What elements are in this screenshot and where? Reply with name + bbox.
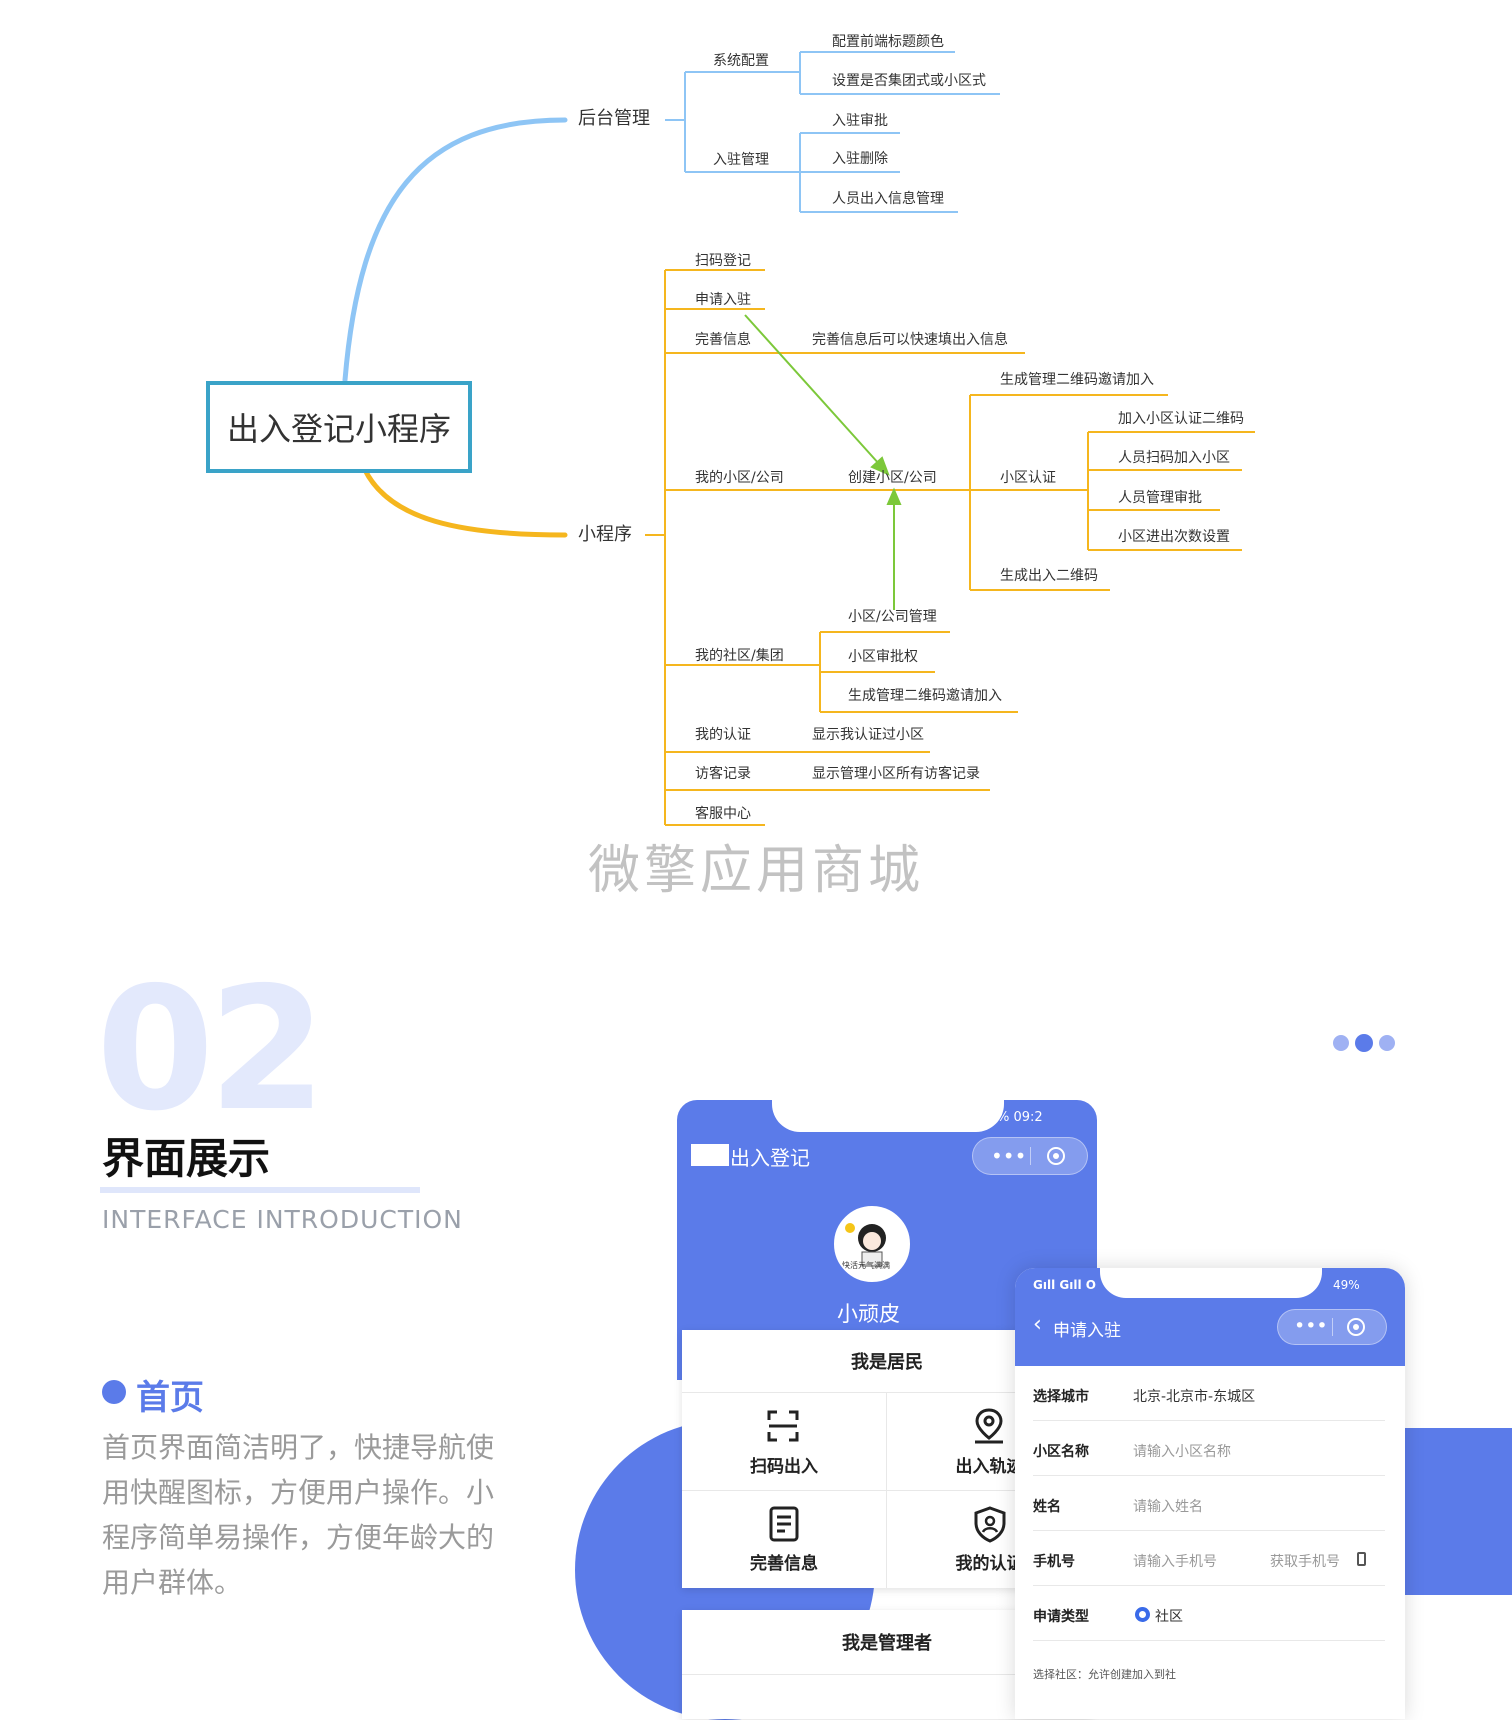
node-my-auth: 我的认证 [695, 727, 751, 743]
tile-my-auth-label: 我的认证 [955, 1554, 1024, 1574]
node-settle-delete: 入驻删除 [832, 151, 888, 167]
field-name-input[interactable]: 请输入姓名 [1133, 1499, 1203, 1515]
tile-complete-info-label: 完善信息 [750, 1554, 818, 1574]
document-icon [769, 1506, 799, 1542]
section-number: 02 [96, 951, 327, 1149]
field-phone-input[interactable]: 请输入手机号 [1133, 1554, 1217, 1570]
feature-bullet [102, 1380, 126, 1404]
apply-status-right: 49% [1333, 1278, 1360, 1292]
phone-home-title: 出入登记 [730, 1146, 810, 1170]
node-person-approve: 人员管理审批 [1118, 490, 1202, 506]
avatar-illustration-icon [845, 1223, 886, 1267]
phone-notch [772, 1100, 1004, 1132]
node-visit-records: 访客记录 [695, 766, 751, 782]
mindmap-lines [342, 51, 1255, 826]
node-settle-approve: 入驻审批 [832, 113, 888, 129]
node-my-community: 我的小区/公司 [695, 470, 784, 486]
branch-miniapp: 小程序 [578, 524, 632, 545]
node-entry-count-setting: 小区进出次数设置 [1118, 529, 1230, 545]
resident-header: 我是居民 [851, 1352, 923, 1373]
avatar[interactable]: 快活元气满满 [834, 1206, 910, 1282]
watermark: 微擎应用商城 [588, 841, 925, 901]
phone-icon [1357, 1552, 1366, 1566]
node-community-mgmt: 小区/公司管理 [848, 609, 937, 625]
node-community-approval-right: 小区审批权 [848, 649, 918, 665]
node-create-community: 创建小区/公司 [848, 470, 937, 486]
field-city-label: 选择城市 [1033, 1389, 1089, 1405]
field-city[interactable]: 选择城市 北京-北京市-东城区 [1015, 1366, 1405, 1421]
tile-track-label: 出入轨迹 [955, 1457, 1024, 1477]
scan-icon [767, 1410, 799, 1442]
node-my-auth-note: 显示我认证过小区 [812, 727, 924, 743]
pager-dots [1333, 1032, 1403, 1052]
mindmap-root-node: 出入登记小程序 [206, 381, 472, 473]
radio-community-icon[interactable] [1135, 1607, 1150, 1622]
location-icon [975, 1408, 1003, 1444]
field-name[interactable]: 姓名 请输入姓名 [1015, 1476, 1405, 1531]
node-settle-mgmt: 入驻管理 [713, 152, 769, 168]
node-gen-entry-qr: 生成出入二维码 [1000, 568, 1098, 584]
node-person-info: 人员出入信息管理 [832, 191, 944, 207]
apply-capsule-menu[interactable]: ••• [1277, 1309, 1387, 1345]
node-visit-records-note: 显示管理小区所有访客记录 [812, 766, 980, 782]
field-city-value: 北京-北京市-东城区 [1133, 1389, 1256, 1405]
node-my-group: 我的社区/集团 [695, 648, 784, 664]
close-target-icon[interactable] [1047, 1147, 1065, 1165]
field-phone-label: 手机号 [1033, 1554, 1075, 1570]
feature-title: 首页 [136, 1378, 204, 1418]
node-gen-admin-qr-2: 生成管理二维码邀请加入 [848, 688, 1002, 704]
more-icon[interactable]: ••• [991, 1144, 1027, 1168]
node-cfg-group-mode: 设置是否集团式或小区式 [832, 73, 986, 89]
apply-more-icon[interactable]: ••• [1294, 1315, 1328, 1337]
field-community-name-label: 小区名称 [1033, 1444, 1089, 1460]
mindmap-root-label: 出入登记小程序 [226, 410, 451, 448]
node-cfg-title-color: 配置前端标题颜色 [832, 34, 944, 50]
apply-close-target-icon[interactable] [1347, 1318, 1365, 1336]
node-apply-settle: 申请入驻 [695, 292, 751, 308]
section-subtitle: INTERFACE INTRODUCTION [102, 1205, 463, 1234]
apply-title: 申请入驻 [1053, 1321, 1121, 1341]
field-apply-type[interactable]: 申请类型 社区 [1015, 1586, 1405, 1641]
apply-type-value: 社区 [1155, 1609, 1183, 1625]
node-scan-join: 人员扫码加入小区 [1118, 450, 1230, 466]
section-title: 界面展示 [102, 1134, 271, 1183]
capsule-menu[interactable]: ••• [972, 1137, 1088, 1175]
tile-complete-info[interactable]: 完善信息 [682, 1491, 886, 1588]
node-gen-admin-qr: 生成管理二维码邀请加入 [1000, 372, 1154, 388]
tile-scan-label: 扫码出入 [750, 1457, 818, 1477]
tile-my-auth[interactable]: 我的认证 [887, 1491, 1092, 1588]
node-complete-info-note: 完善信息后可以快速填出入信息 [812, 332, 1008, 348]
phone-apply-notch [1100, 1268, 1322, 1298]
apply-status-left: Gıll Gıll O [1033, 1278, 1096, 1292]
node-scan-register: 扫码登记 [695, 253, 751, 269]
field-phone[interactable]: 手机号 请输入手机号 获取手机号 [1015, 1531, 1405, 1586]
title-underline [100, 1187, 420, 1193]
tile-track[interactable]: 出入轨迹 [887, 1392, 1092, 1490]
admin-header: 我是管理者 [842, 1633, 932, 1654]
branch-backend: 后台管理 [578, 108, 650, 129]
avatar-caption: 快活元气满满 [842, 1261, 890, 1270]
node-system-config: 系统配置 [713, 53, 769, 69]
username: 小顽皮 [837, 1302, 900, 1326]
shield-icon [974, 1506, 1006, 1543]
get-phone-button[interactable]: 获取手机号 [1270, 1554, 1340, 1570]
apply-footer-note: 选择社区：允许创建加入到社 [1033, 1668, 1176, 1681]
node-complete-info: 完善信息 [695, 332, 751, 348]
field-community-name[interactable]: 小区名称 请输入小区名称 [1015, 1421, 1405, 1476]
node-community-auth: 小区认证 [1000, 470, 1056, 486]
feature-description: 首页界面简洁明了，快捷导航使 用快醒图标，方便用户操作。小 程序简单易操作，方便… [102, 1431, 495, 1599]
field-name-label: 姓名 [1033, 1499, 1061, 1515]
node-join-auth-qr: 加入小区认证二维码 [1118, 411, 1244, 427]
status-right: % 09:2 [997, 1110, 1043, 1125]
apply-type-label: 申请类型 [1033, 1609, 1089, 1625]
phone-home-logo-mask [691, 1144, 729, 1166]
field-community-name-input[interactable]: 请输入小区名称 [1133, 1444, 1231, 1460]
phone-apply: Gıll Gıll O 49% ‹ 申请入驻 ••• 选择城市 北京-北京市-东… [1015, 1268, 1405, 1719]
tile-scan[interactable]: 扫码出入 [682, 1392, 886, 1490]
back-icon[interactable]: ‹ [1033, 1312, 1042, 1337]
node-customer-service: 客服中心 [695, 806, 751, 822]
